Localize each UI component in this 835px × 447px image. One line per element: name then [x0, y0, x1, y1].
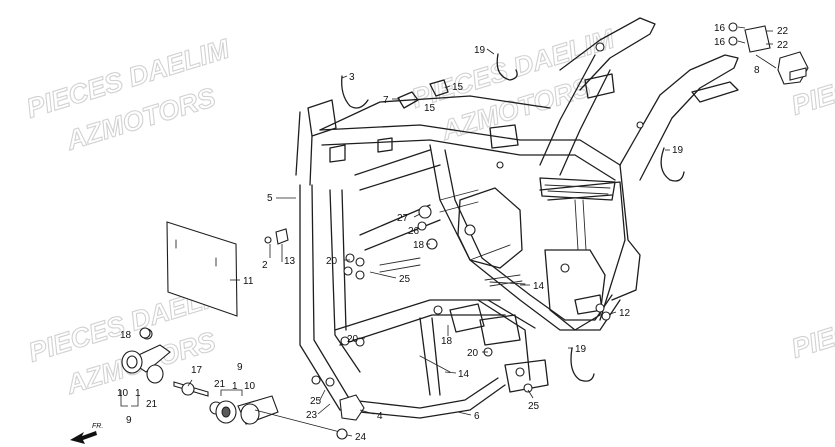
callout-24: 24 [355, 432, 367, 443]
callout-8: 8 [754, 65, 760, 76]
callout-27: 27 [397, 213, 409, 224]
direction-label: FR. [92, 423, 103, 430]
callout-3: 3 [349, 72, 355, 83]
license-plate-panel [166, 221, 238, 317]
callout-19: 19 [575, 344, 587, 355]
backbone-tube [319, 124, 621, 166]
callout-15: 15 [424, 103, 436, 114]
callout-10: 10 [117, 388, 129, 399]
callout-labels: 16 22 16 22 8 19 3 7 15 15 19 5 27 26 18… [117, 23, 789, 443]
callout-12: 12 [619, 308, 631, 319]
callout-25: 25 [528, 401, 540, 412]
callout-9: 9 [126, 415, 132, 426]
callout-26: 26 [408, 226, 420, 237]
side-stand-assembly [121, 328, 209, 397]
motorcycle-frame [295, 17, 739, 419]
main-stand-pivot [209, 395, 348, 440]
callout-22: 22 [777, 26, 789, 37]
callout-16: 16 [714, 23, 726, 34]
callout-6: 6 [474, 411, 480, 422]
callout-21: 21 [146, 399, 158, 410]
callout-1: 1 [232, 381, 238, 392]
callout-16: 16 [714, 37, 726, 48]
callout-22: 22 [777, 40, 789, 51]
callout-19: 19 [474, 45, 486, 56]
callout-10: 10 [244, 381, 256, 392]
watermark-text: PIEC [788, 316, 835, 363]
callout-14: 14 [533, 281, 545, 292]
callout-4: 4 [377, 411, 383, 422]
callout-23: 23 [306, 410, 318, 421]
callout-11: 11 [243, 276, 254, 287]
front-direction-indicator: FR. [70, 423, 103, 444]
head-tube [307, 99, 337, 137]
callout-2: 2 [262, 260, 268, 271]
callout-7: 7 [383, 95, 389, 106]
callout-20: 20 [467, 348, 479, 359]
callout-25: 25 [310, 396, 322, 407]
engine-mount-plate [457, 187, 523, 269]
rear-shock-bracket [728, 22, 809, 85]
clip-hooks [139, 53, 685, 421]
callout-25: 25 [399, 274, 411, 285]
callout-20: 20 [326, 256, 338, 267]
callout-14: 14 [458, 369, 470, 380]
arrow-left-icon [70, 431, 97, 444]
down-tube-left [299, 184, 506, 419]
callout-18: 18 [441, 336, 453, 347]
callout-13: 13 [284, 256, 296, 267]
callout-20: 20 [347, 334, 359, 345]
callout-1: 1 [135, 388, 141, 399]
callout-5: 5 [267, 193, 273, 204]
callout-15: 15 [452, 82, 464, 93]
callout-21: 21 [214, 379, 226, 390]
callout-17: 17 [191, 365, 203, 376]
callout-9: 9 [237, 362, 243, 373]
callout-19: 19 [672, 145, 684, 156]
callout-18: 18 [120, 330, 132, 341]
callout-18: 18 [413, 240, 425, 251]
callout-leaders [120, 26, 773, 437]
